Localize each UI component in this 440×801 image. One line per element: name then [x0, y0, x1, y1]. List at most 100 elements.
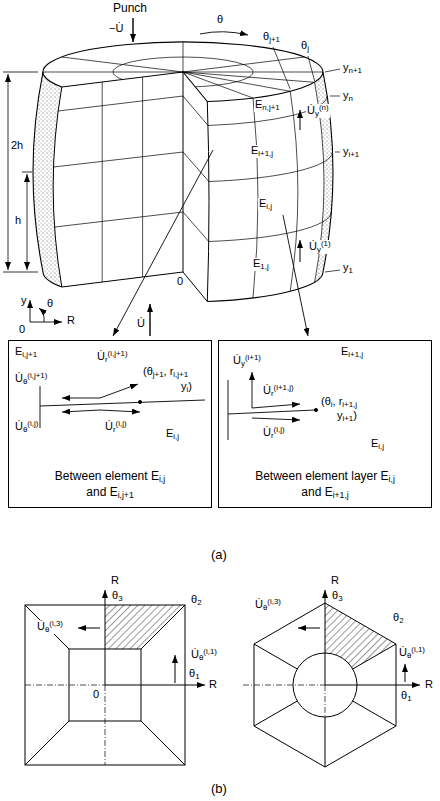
- superscript: (i,j+1): [108, 349, 128, 358]
- text-run: Between element layer E: [255, 469, 388, 483]
- figure-label: U̇r(i,j+1): [96, 350, 129, 364]
- figure-label: R: [330, 575, 340, 586]
- text-run: R: [209, 678, 217, 690]
- subscript: i+1: [343, 414, 354, 423]
- text-run: U̇: [307, 104, 315, 116]
- figure-label: U̇r(i,j): [104, 420, 128, 434]
- subscript: r: [271, 389, 274, 398]
- text-run: E: [259, 197, 266, 209]
- figure-label: (a): [210, 548, 228, 561]
- text-run: θ: [301, 39, 307, 51]
- text-run: θ: [112, 589, 118, 601]
- superscript: (i,j): [27, 419, 38, 428]
- inset-caption: Between element layer Ei,j and Ei+1,j: [254, 469, 396, 501]
- workpiece-mesh: [33, 18, 340, 336]
- text-run: U̇: [263, 426, 271, 438]
- figure-label: U̇θ(i,j+1): [14, 372, 48, 386]
- figure-label: Ei,j: [258, 198, 273, 211]
- figure-label: 0: [176, 276, 184, 287]
- superscript: (i,j): [274, 425, 285, 434]
- figure-label: yi): [180, 381, 193, 394]
- text-run: R: [67, 314, 75, 326]
- text-run: U̇: [263, 384, 271, 396]
- superscript: (i,j+1): [27, 371, 47, 380]
- subscript: θ: [199, 653, 203, 662]
- text-run: (a): [211, 547, 227, 562]
- text-run: E: [341, 345, 348, 357]
- text-run: E: [251, 144, 258, 156]
- inset-sketch: [228, 372, 318, 440]
- figure-label: U̇y(1): [308, 240, 332, 254]
- superscript: (1): [321, 239, 331, 248]
- text-run: U̇: [255, 598, 263, 610]
- figure-label: Ei+1,j: [340, 346, 364, 359]
- subscript: i+1,j: [348, 350, 363, 359]
- figure-label: U̇θ(i,3): [254, 598, 282, 612]
- figure-label: En,j+1: [254, 99, 281, 112]
- superscript: (i,j): [116, 419, 127, 428]
- text-run: y: [343, 89, 349, 101]
- superscript: (n): [319, 103, 329, 112]
- figure-label: U̇r(i+1,j): [262, 384, 295, 398]
- text-run: and E: [86, 485, 117, 499]
- text-run: U̇: [37, 620, 45, 632]
- figure-label: U̇y(n): [306, 104, 330, 118]
- text-run: U̇: [137, 317, 145, 329]
- text-run: (θ: [143, 365, 153, 377]
- text-run: , r: [164, 365, 174, 377]
- subscript: y: [315, 109, 319, 118]
- subscript: n: [349, 94, 353, 103]
- square-section: [25, 590, 205, 765]
- superscript: (i,1): [411, 645, 425, 654]
- text-run: U̇: [233, 354, 241, 366]
- subscript: 2: [399, 616, 403, 625]
- subscript: i,j+1: [22, 350, 37, 359]
- subscript: r: [105, 355, 108, 364]
- text-run: U̇: [191, 648, 199, 660]
- subscript: i: [331, 400, 333, 409]
- text-run: Between element E: [55, 469, 159, 483]
- text-run: R: [111, 574, 119, 586]
- figure-label: θ: [46, 298, 54, 309]
- text-run: U̇: [15, 372, 23, 384]
- figure-label: U̇θ(i,1): [190, 648, 218, 662]
- subscript: θ: [23, 377, 27, 386]
- text-run: E: [166, 427, 173, 439]
- figure-label: U̇y(i+1): [232, 354, 262, 368]
- subscript: 3: [338, 594, 342, 603]
- figure-label: 0: [92, 689, 100, 700]
- subscript: i+1: [349, 150, 360, 159]
- subscript: i,j: [378, 442, 384, 451]
- subscript: θ: [407, 651, 411, 660]
- figure-label: h: [14, 215, 22, 226]
- text-run: −U̇: [109, 22, 123, 34]
- text-run: 0: [93, 688, 99, 700]
- figure-label: θ: [216, 14, 224, 25]
- figure-label: θ3: [331, 590, 344, 603]
- figure-label: U̇: [136, 318, 146, 329]
- figure-label: U̇r(i,j): [262, 426, 286, 440]
- figure-label: R: [66, 315, 76, 326]
- figure-label: θ1: [400, 690, 413, 703]
- text-run: (θ: [321, 395, 331, 407]
- text-run: U̇: [105, 420, 113, 432]
- subscript: 1: [349, 266, 353, 275]
- text-run: (b): [211, 781, 227, 796]
- subscript: 2: [197, 598, 201, 607]
- text-run: R: [425, 678, 433, 690]
- figure-label: yn: [342, 90, 354, 103]
- figure-label: yi+1): [336, 410, 358, 423]
- subscript: i,j+1: [173, 370, 188, 379]
- text-run: ): [353, 409, 357, 421]
- text-run: 0: [177, 275, 183, 287]
- text-run: 0: [19, 323, 25, 335]
- figure-label: y1: [342, 262, 354, 275]
- subscript: 1: [195, 672, 199, 681]
- figure-label: (θj+1, ri,j+1: [142, 366, 189, 379]
- figure-label: 2h: [10, 140, 24, 151]
- text-run: U̇: [399, 646, 407, 658]
- subscript: θ: [23, 425, 27, 434]
- text-run: U̇: [309, 240, 317, 252]
- subscript: j: [307, 44, 309, 53]
- subscript: r: [113, 425, 116, 434]
